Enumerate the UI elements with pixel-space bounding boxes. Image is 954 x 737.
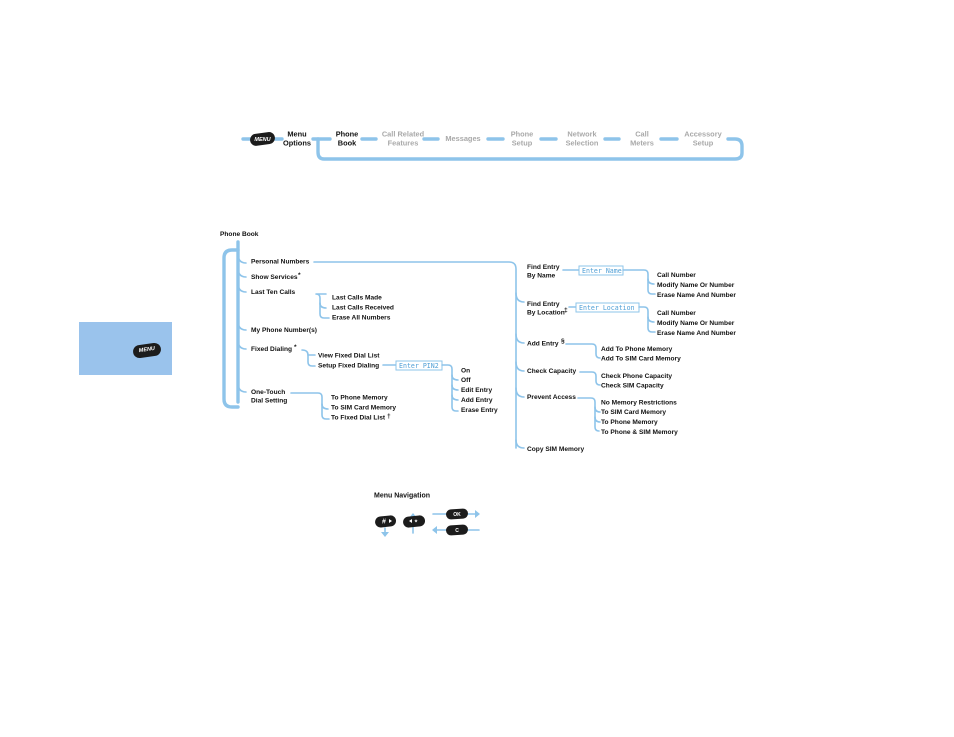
menu-item-fixed-dialing[interactable]: Fixed Dialing [251,346,292,353]
prevent-option[interactable]: To Phone Memory [601,419,658,426]
side-menu-tab: MENU [79,322,172,375]
pin2-option[interactable]: Erase Entry [461,407,498,414]
pin2-option[interactable]: On [461,368,470,375]
menu-item-check-capacity[interactable]: Check Capacity [527,368,576,375]
ok-key-label: OK [453,512,461,518]
tab-label: Phone [336,130,359,139]
tab-label: Setup [512,139,533,148]
tab-label: Features [388,139,419,148]
find-option[interactable]: Erase Name And Number [657,330,736,337]
submenu-item[interactable]: To SIM Card Memory [331,405,396,412]
menu-item-my-phone-numbers[interactable]: My Phone Number(s) [251,327,317,334]
prevent-option[interactable]: To SIM Card Memory [601,409,666,416]
capacity-option[interactable]: Check SIM Capacity [601,383,664,390]
submenu-item[interactable]: Setup Fixed Dialing [318,363,379,370]
menu-item-copy-sim-memory[interactable]: Copy SIM Memory [527,446,584,453]
tab-call-related-features[interactable]: Call Related Features [382,130,425,148]
tab-network-selection[interactable]: Network Selection [566,130,599,148]
menu-item-personal-numbers[interactable]: Personal Numbers [251,259,310,266]
find-option[interactable]: Erase Name And Number [657,292,736,299]
add-option[interactable]: Add To SIM Card Memory [601,356,681,363]
menu-item-find-by-location[interactable]: Find Entry [527,301,560,308]
star-key-icon: * [403,515,426,528]
hash-key-icon: # [375,515,397,528]
enter-pin2-label: Enter PIN2 [399,362,439,370]
tab-phone-setup[interactable]: Phone Setup [511,130,534,148]
hash-key-label: # [382,519,386,526]
menu-key-label: MENU [254,137,271,143]
menu-item-find-by-name[interactable]: Find Entry [527,264,560,271]
tab-messages[interactable]: Messages [445,134,480,143]
tab-label: Accessory [684,130,722,139]
submenu-item[interactable]: Last Calls Received [332,305,394,312]
submenu-item[interactable]: Last Calls Made [332,295,382,302]
prevent-option[interactable]: No Memory Restrictions [601,400,677,407]
enter-location-label: Enter Location [579,304,635,312]
tab-label: Call Related [382,130,425,139]
star-key-label: * [415,520,418,527]
navigation-title: Menu Navigation [374,493,430,500]
footnote-mark: † [387,413,391,420]
right-triangle-icon [389,519,392,523]
menu-key-icon: MENU [250,132,275,146]
menu-item-find-by-name-line2: By Name [527,273,556,280]
pin2-option[interactable]: Edit Entry [461,387,492,394]
ok-key-icon: OK [446,508,468,520]
menu-item-one-touch-line2: Dial Setting [251,398,287,405]
tab-label: Setup [693,139,714,148]
add-option[interactable]: Add To Phone Memory [601,346,673,353]
menu-item-prevent-access[interactable]: Prevent Access [527,394,576,401]
find-option[interactable]: Modify Name Or Number [657,282,735,289]
tab-label: Network [567,130,597,139]
tab-label: Menu [287,130,307,139]
phone-book-tree: Phone Book Personal Numbers Show Service… [220,231,517,449]
footnote-mark: § [561,338,565,345]
submenu-item[interactable]: Erase All Numbers [332,315,391,322]
tab-menu-options[interactable]: Menu Options [283,130,311,148]
capacity-option[interactable]: Check Phone Capacity [601,373,672,380]
tab-label: Phone [511,130,534,139]
tab-label: Selection [566,139,599,148]
submenu-item[interactable]: View Fixed Dial List [318,353,380,360]
tab-phone-book[interactable]: Phone Book [336,130,359,148]
personal-numbers-branch: Find Entry By Name Find Entry By Locatio… [515,264,736,453]
footnote-mark: ‡ [564,307,568,314]
menu-item-show-services[interactable]: Show Services [251,274,298,281]
submenu-item[interactable]: To Fixed Dial List [331,415,386,422]
footnote-mark: * [298,272,301,279]
tab-label: Book [338,139,357,148]
find-option[interactable]: Call Number [657,310,696,317]
find-option[interactable]: Call Number [657,272,696,279]
menu-tab-bar: MENU Menu Options Phone Book Call Relate… [241,130,744,161]
prevent-option[interactable]: To Phone & SIM Memory [601,429,678,436]
enter-name-label: Enter Name [582,267,622,275]
c-key-icon: C [446,524,468,536]
pin2-option[interactable]: Add Entry [461,397,493,404]
pin2-option[interactable]: Off [461,377,471,384]
menu-item-find-by-location-line2: By Location [527,310,565,317]
menu-item-last-ten-calls[interactable]: Last Ten Calls [251,289,296,296]
tab-accessory-setup[interactable]: Accessory Setup [684,130,722,148]
tab-label: Meters [630,139,654,148]
tab-label: Call [635,130,649,139]
left-triangle-icon [409,519,412,523]
find-option[interactable]: Modify Name Or Number [657,320,735,327]
menu-navigation-legend: Menu Navigation # * OK C [374,493,480,537]
footnote-mark: * [294,344,297,351]
tree-title: Phone Book [220,231,259,238]
c-key-label: C [455,528,459,534]
tab-label: Options [283,139,311,148]
menu-item-add-entry[interactable]: Add Entry [527,341,559,348]
tab-call-meters[interactable]: Call Meters [630,130,654,148]
tab-label: Messages [445,134,480,143]
submenu-item[interactable]: To Phone Memory [331,395,388,402]
menu-item-one-touch[interactable]: One-Touch [251,389,285,396]
